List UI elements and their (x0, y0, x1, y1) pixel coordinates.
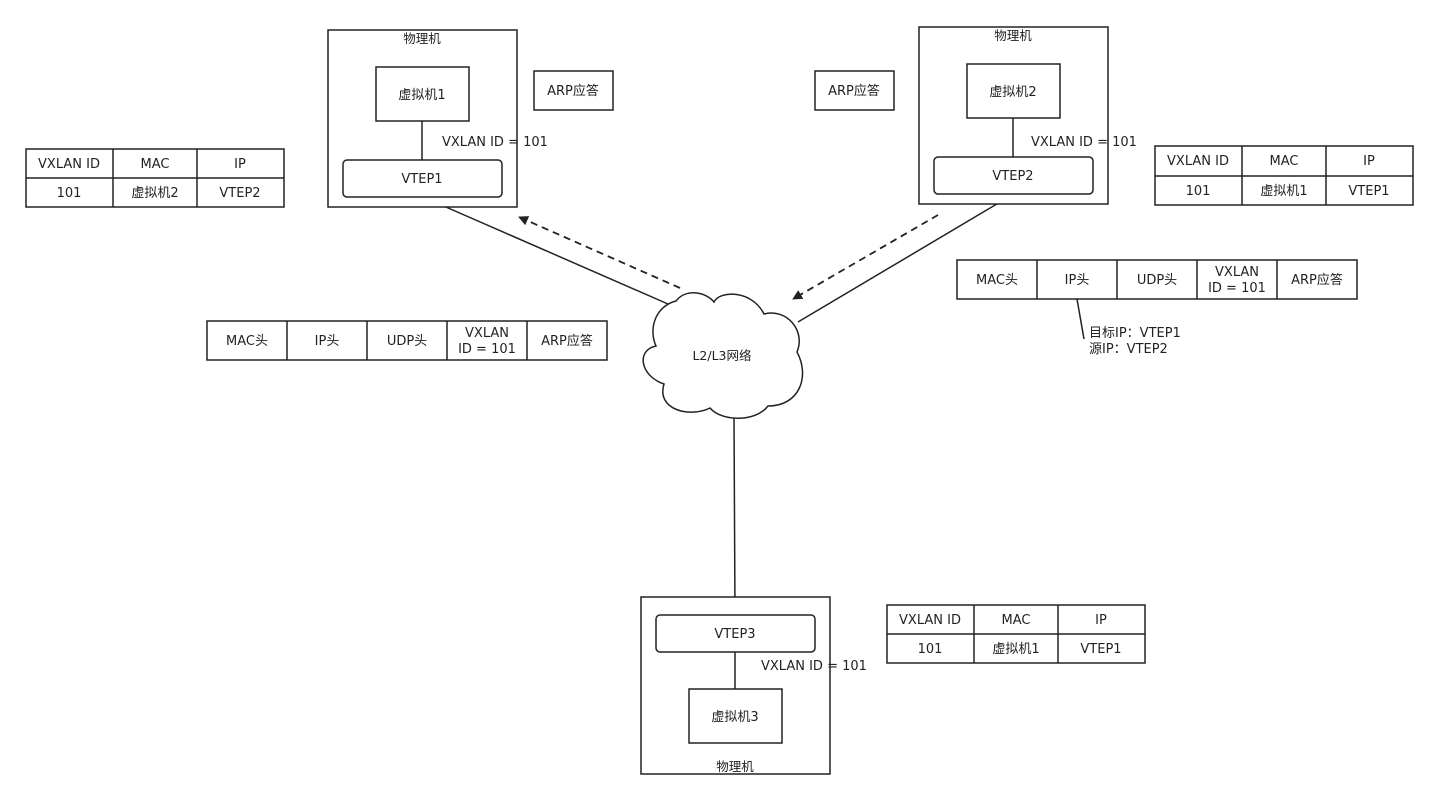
vtep2-box (933, 156, 1094, 195)
table-cell: VTEP2 (219, 186, 260, 201)
vtep1-label: VTEP1 (401, 172, 442, 187)
vm3-box (688, 688, 783, 744)
table-header-cell: VXLAN ID (38, 157, 100, 172)
packet-field-vxlan: VXLAN (1215, 265, 1259, 280)
table-cell: 虚拟机1 (992, 642, 1039, 657)
table-cell: 101 (918, 642, 943, 657)
table-cell: 101 (57, 186, 82, 201)
vm3-label: 虚拟机3 (711, 710, 758, 725)
note-src-ip: 源IP：VTEP2 (1089, 342, 1168, 357)
vm1-box (375, 66, 470, 122)
packet-field-udp-header: UDP头 (387, 334, 427, 349)
link-cloud-vtep3 (733, 417, 736, 616)
vtep3-box (655, 614, 816, 653)
packet-field-mac-header: MAC头 (976, 273, 1018, 288)
vm2-box (966, 63, 1061, 119)
mapping-table-left: VXLAN ID MAC IP 101 虚拟机2 VTEP2 (25, 148, 285, 208)
packet-left: MAC头 IP头 UDP头 VXLAN ID = 101 ARP应答 (206, 320, 608, 361)
mapping-table-bottom: VXLAN ID MAC IP 101 虚拟机1 VTEP1 (886, 604, 1146, 664)
vm1-label: 虚拟机1 (398, 88, 445, 103)
table-header-cell: IP (1095, 613, 1107, 628)
table-header-cell: MAC (1270, 154, 1299, 169)
packet-field-vxlan-id: ID = 101 (458, 342, 516, 357)
table-header-cell: VXLAN ID (899, 613, 961, 628)
packet-field-udp-header: UDP头 (1137, 273, 1177, 288)
physical-machine-3-label: 物理机 (716, 759, 754, 774)
packet-field-ip-header: IP头 (315, 334, 340, 349)
packet-field-arp-reply: ARP应答 (1291, 272, 1343, 288)
table-cell: 虚拟机1 (1260, 184, 1307, 199)
network-cloud: L2/L3网络 (642, 292, 804, 419)
table-cell: 101 (1186, 184, 1211, 199)
vtep1-box (342, 159, 503, 198)
vxlan-id-label-3: VXLAN ID = 101 (761, 659, 867, 674)
ip-header-annotation-line (1076, 298, 1085, 340)
vxlan-id-label-2: VXLAN ID = 101 (1031, 135, 1137, 150)
physical-machine-1-label: 物理机 (403, 31, 441, 46)
physical-machine-2: 物理机 虚拟机2 VTEP2 (918, 26, 1109, 205)
physical-machine-3: VTEP3 虚拟机3 物理机 (640, 596, 831, 775)
link-vtep2-cloud (797, 194, 1013, 323)
packet-field-vxlan: VXLAN (465, 326, 509, 341)
table-header-cell: MAC (141, 157, 170, 172)
table-header-cell: IP (234, 157, 246, 172)
arp-reply-box-2: ARP应答 (814, 70, 895, 111)
table-cell: VTEP1 (1080, 642, 1121, 657)
note-dest-ip: 目标IP：VTEP1 (1089, 326, 1181, 341)
dashed-arrow-to-vtep1 (518, 216, 681, 289)
physical-machine-1: 物理机 虚拟机1 VTEP1 (327, 29, 518, 208)
packet-field-arp-reply: ARP应答 (541, 333, 593, 349)
packet-field-mac-header: MAC头 (226, 334, 268, 349)
table-header-cell: MAC (1002, 613, 1031, 628)
packet-field-vxlan-id: ID = 101 (1208, 281, 1266, 296)
physical-machine-2-label: 物理机 (994, 28, 1032, 43)
link-vtep1-cloud (422, 196, 669, 305)
table-cell: VTEP1 (1348, 184, 1389, 199)
arp-reply-box-1: ARP应答 (533, 70, 614, 111)
arp-reply-box-2-label: ARP应答 (828, 83, 880, 99)
vtep2-label: VTEP2 (992, 169, 1033, 184)
table-header-cell: VXLAN ID (1167, 154, 1229, 169)
table-cell: 虚拟机2 (131, 186, 178, 201)
vxlan-id-label-1: VXLAN ID = 101 (442, 135, 548, 150)
arp-reply-box-1-label: ARP应答 (547, 83, 599, 99)
vm2-label: 虚拟机2 (989, 85, 1036, 100)
vtep3-label: VTEP3 (714, 627, 755, 642)
packet-right: MAC头 IP头 UDP头 VXLAN ID = 101 ARP应答 (956, 259, 1358, 300)
network-label: L2/L3网络 (692, 348, 752, 363)
packet-field-ip-header: IP头 (1065, 273, 1090, 288)
table-header-cell: IP (1363, 154, 1375, 169)
mapping-table-right: VXLAN ID MAC IP 101 虚拟机1 VTEP1 (1154, 145, 1414, 206)
dashed-arrow-from-vtep2 (792, 214, 939, 300)
